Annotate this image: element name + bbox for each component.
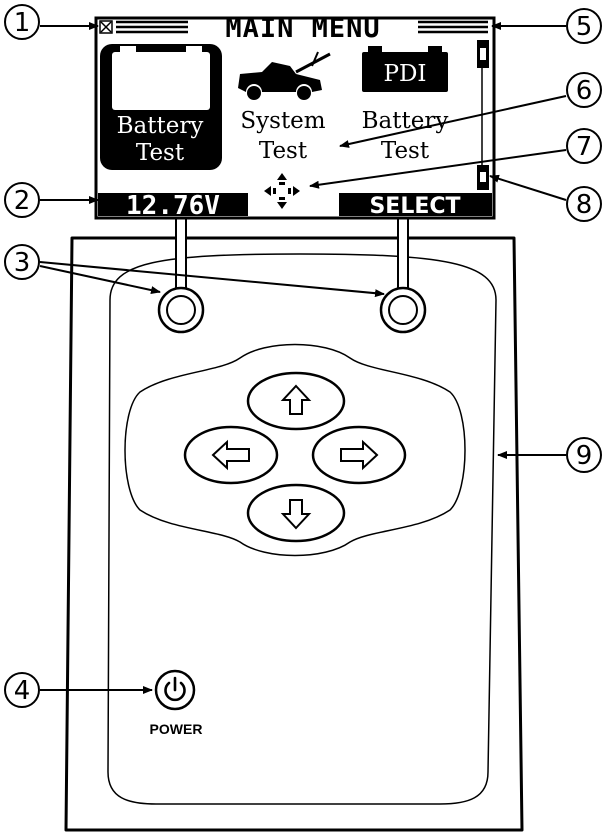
menu-item-1-line2: Test [136,140,185,166]
svg-text:6: 6 [576,76,593,106]
battery-icon [112,46,210,110]
arrow-up-icon [280,384,312,415]
title-bar: MAIN MENU [99,13,488,44]
callout-4: 4 [4,672,153,708]
menu-item-2-line1: System [240,108,325,134]
voltage-readout: 12.76V [98,191,248,221]
select-label: SELECT [369,194,460,219]
callout-7: 7 [309,128,602,189]
down-button[interactable] [246,483,346,543]
callout-9: 9 [497,437,602,473]
svg-text:7: 7 [576,132,593,162]
up-button[interactable] [246,371,346,431]
car-icon [238,51,331,100]
power-label: POWER [150,721,203,737]
svg-text:3: 3 [14,248,31,278]
svg-text:9: 9 [576,441,593,471]
callout-6: 6 [339,72,602,148]
menu-item-1-line1: Battery [117,113,204,139]
power-icon [164,681,186,702]
callout-3: 3 [4,244,385,298]
left-softkey[interactable] [157,286,205,334]
pdi-battery-icon: PDI [362,46,448,92]
menu-item-2-line2: Test [259,138,308,164]
nav-arrows-icon [264,173,300,209]
svg-text:4: 4 [14,676,31,706]
select-softkey-label[interactable]: SELECT [339,193,492,219]
callout-2: 2 [4,182,99,218]
dpad-surround [124,343,466,557]
svg-text:2: 2 [14,186,31,216]
menu-item-3-line1: Battery [362,108,449,134]
scrollbar[interactable] [477,40,489,190]
menu-item-pdi-battery-test[interactable]: PDI Battery Test [362,46,449,164]
screen-title: MAIN MENU [225,13,380,44]
callout-1: 1 [4,4,99,40]
arrow-left-icon [211,439,250,471]
lcd-screen: MAIN MENU Battery Test System Test [94,13,496,221]
pdi-badge: PDI [383,61,426,87]
callout-5: 5 [491,8,602,44]
callout-8: 8 [489,174,602,222]
left-button[interactable] [183,425,279,485]
right-softkey[interactable] [379,286,427,334]
svg-text:1: 1 [14,8,31,38]
svg-text:8: 8 [576,190,593,220]
voltage-value: 12.76V [126,191,220,221]
arrow-right-icon [340,439,379,471]
power-button[interactable] [154,669,196,711]
arrow-down-icon [280,499,312,530]
menu-item-system-test[interactable]: System Test [238,51,331,164]
menu-item-3-line2: Test [381,138,430,164]
svg-text:5: 5 [576,12,593,42]
menu-item-battery-test[interactable]: Battery Test [100,44,222,170]
right-button[interactable] [311,425,407,485]
